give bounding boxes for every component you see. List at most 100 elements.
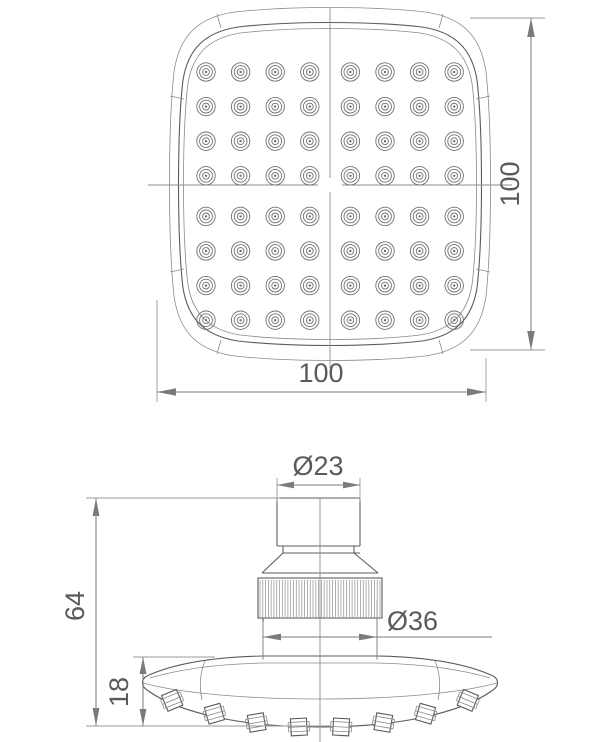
nozzle bbox=[375, 166, 395, 186]
nozzle bbox=[196, 206, 216, 227]
nozzle bbox=[300, 96, 320, 117]
nozzle bbox=[230, 310, 251, 330]
nozzle bbox=[196, 62, 216, 82]
arrow-d23-left bbox=[277, 481, 294, 489]
arrow-18-top bbox=[139, 657, 147, 674]
dim-label-top-width: 100 bbox=[298, 358, 343, 388]
top-view-face-outline bbox=[183, 28, 477, 340]
nozzle bbox=[340, 96, 361, 117]
nozzle-stub bbox=[160, 688, 184, 712]
nozzle bbox=[375, 206, 395, 227]
nozzle bbox=[444, 275, 464, 296]
nozzle bbox=[230, 131, 251, 151]
nozzle bbox=[409, 96, 430, 117]
nozzle bbox=[409, 166, 430, 186]
inlet-stem bbox=[276, 497, 361, 553]
nozzle bbox=[444, 131, 464, 151]
top-view-outer-rim bbox=[169, 7, 491, 361]
disc-right-tip bbox=[492, 675, 499, 691]
nozzle bbox=[265, 96, 285, 117]
nozzle bbox=[230, 206, 251, 227]
nozzle-stub bbox=[245, 712, 269, 733]
nozzle bbox=[444, 241, 464, 261]
nozzle bbox=[409, 241, 430, 261]
nozzle bbox=[375, 275, 395, 296]
nozzle bbox=[444, 166, 464, 186]
top-view-centerlines bbox=[148, 8, 512, 368]
dim-label-overall-height: 64 bbox=[60, 591, 90, 621]
nozzle bbox=[300, 275, 320, 296]
arrow-d36-left bbox=[263, 633, 281, 641]
arrow-width-right bbox=[467, 388, 486, 396]
nozzle bbox=[375, 241, 395, 261]
dim-label-inlet-diameter: Ø23 bbox=[292, 451, 343, 481]
nozzle bbox=[230, 241, 251, 261]
nozzle bbox=[375, 310, 395, 330]
nozzle bbox=[340, 206, 361, 227]
arrow-height-top bbox=[527, 18, 535, 37]
nozzle bbox=[265, 131, 285, 151]
nozzle bbox=[340, 166, 361, 186]
nozzle bbox=[230, 166, 251, 186]
top-view bbox=[148, 7, 512, 368]
nozzle bbox=[444, 310, 464, 330]
nozzle bbox=[340, 310, 361, 330]
nozzle bbox=[300, 166, 320, 186]
side-view bbox=[141, 497, 499, 742]
nozzle bbox=[196, 275, 216, 296]
nozzle bbox=[409, 62, 430, 82]
arrow-width-left bbox=[157, 388, 176, 396]
nozzle bbox=[196, 241, 216, 261]
top-view-body-outline bbox=[177, 21, 483, 347]
nozzle-stub bbox=[413, 702, 438, 725]
arrow-d36-right bbox=[359, 633, 377, 641]
knurl-hatching bbox=[259, 580, 381, 617]
nozzle bbox=[375, 131, 395, 151]
nozzle bbox=[340, 275, 361, 296]
nozzle bbox=[265, 62, 285, 82]
nozzle-stub bbox=[329, 717, 353, 737]
nozzle bbox=[300, 241, 320, 261]
nozzle bbox=[300, 131, 320, 151]
nozzle bbox=[409, 275, 430, 296]
top-view-rim-ticks bbox=[169, 13, 491, 355]
top-view-dimensions: 100 100 bbox=[156, 17, 545, 402]
arrow-18-bottom bbox=[139, 709, 147, 726]
nozzle bbox=[230, 96, 251, 117]
dim-label-disc-height: 18 bbox=[104, 677, 134, 707]
nozzle bbox=[444, 206, 464, 227]
disc-break-right bbox=[434, 660, 441, 701]
side-view-dimensions: Ø23 Ø36 64 18 bbox=[60, 451, 492, 727]
arrow-64-top bbox=[92, 498, 100, 516]
nozzle bbox=[196, 131, 216, 151]
nozzle bbox=[444, 62, 464, 82]
arrow-64-bottom bbox=[92, 708, 100, 726]
nozzle bbox=[265, 275, 285, 296]
nozzle bbox=[300, 62, 320, 82]
nozzle bbox=[265, 241, 285, 261]
arrow-d23-right bbox=[343, 481, 360, 489]
nozzle-stub bbox=[287, 717, 311, 737]
nozzle bbox=[444, 96, 464, 117]
disc-break-left bbox=[199, 660, 206, 701]
nozzle bbox=[375, 96, 395, 117]
nozzle bbox=[340, 241, 361, 261]
nozzle bbox=[196, 310, 216, 330]
nozzle-stub bbox=[371, 712, 395, 733]
nozzle bbox=[196, 96, 216, 117]
nozzle bbox=[196, 166, 216, 186]
nozzle bbox=[409, 310, 430, 330]
nozzle bbox=[230, 275, 251, 296]
nozzle bbox=[340, 131, 361, 151]
nozzle-grid bbox=[196, 62, 464, 330]
nozzle-stubs bbox=[160, 688, 480, 737]
nozzle bbox=[300, 310, 320, 330]
arrow-height-bottom bbox=[527, 331, 535, 350]
nozzle bbox=[409, 206, 430, 227]
nozzle bbox=[300, 206, 320, 227]
nozzle bbox=[375, 62, 395, 82]
nozzle-stub bbox=[202, 702, 227, 725]
nozzle bbox=[265, 206, 285, 227]
